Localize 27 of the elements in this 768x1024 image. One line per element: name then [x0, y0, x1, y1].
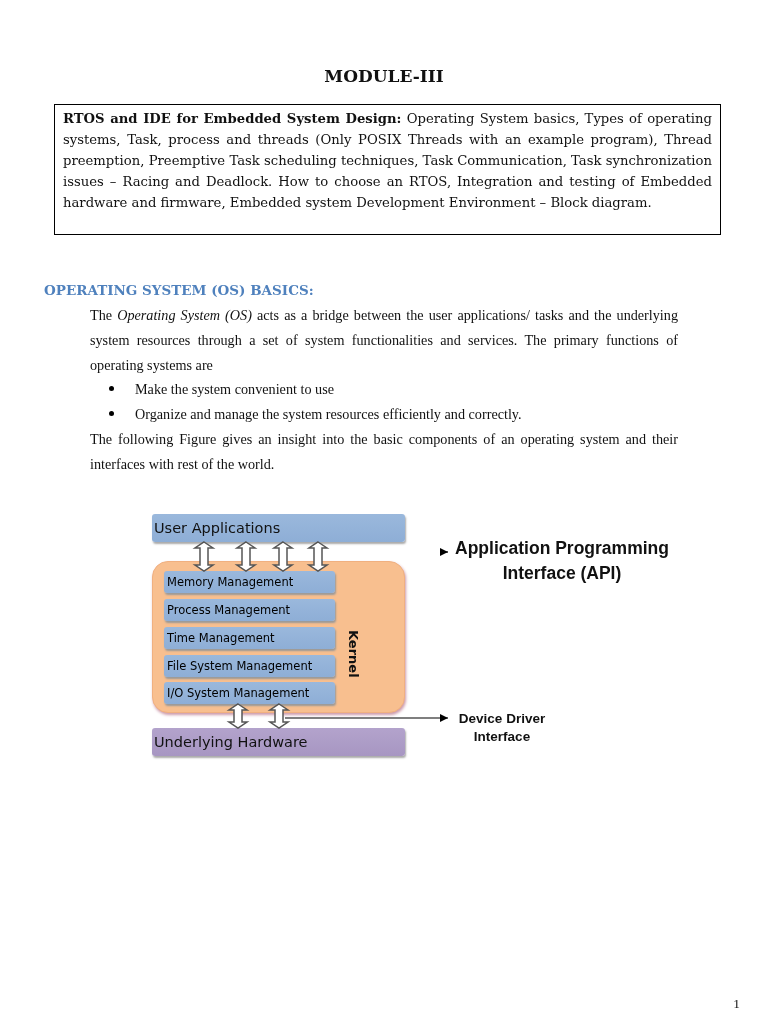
page-title: MODULE-III: [323, 66, 445, 86]
arrow: [284, 713, 449, 723]
kernel-module-box: Time Management: [164, 627, 335, 649]
kernel-module-box: I/O System Management: [164, 682, 335, 704]
paragraph: The Operating System (OS) acts as a bridge between the user applications/ tasks and the underlying system resources through a set of system functionalities and services. The primary functions of operating systems are: [90, 306, 678, 375]
double-block-arrow: [271, 541, 295, 572]
paragraph: The following Figure gives an insight into the basic components of an operating system and their interfaces with rest of the world.: [90, 430, 678, 474]
double-block-arrow: [192, 541, 216, 572]
layer-bar: User Applications: [152, 514, 405, 542]
arrow: [439, 547, 449, 557]
page-number: 1: [732, 996, 740, 1012]
kernel-module-box: File System Management: [164, 655, 335, 677]
double-block-arrow: [306, 541, 330, 572]
list-item: Make the system convenient to use: [135, 380, 335, 399]
layer-bar: Underlying Hardware: [152, 728, 405, 756]
list-item: Organize and manage the system resources efficiently and correctly.: [135, 405, 523, 424]
kernel-block: [152, 561, 405, 713]
double-block-arrow: [226, 703, 250, 729]
topic-box: RTOS and IDE for Embedded System Design: Operating System basics, Types of operating systems, Task, process and threads (Only POSIX Threads with an example program), Thread preemption, Preemptive Task scheduling techniques, Task Communication, Task synchronization issues – Racing and Deadlock. How to choose an RTOS, Integration and testing of Embedded hardware and firmware, Embedded system Development Environment – Block diagram.: [54, 104, 721, 235]
kernel-module-box: Memory Management: [164, 571, 335, 593]
interface-label: Device Driver Interface: [452, 710, 552, 752]
double-block-arrow: [267, 703, 291, 729]
interface-label: Application Programming Interface (API): [452, 536, 672, 590]
double-block-arrow: [234, 541, 258, 572]
section-heading: OPERATING SYSTEM (OS) BASICS:: [44, 282, 315, 298]
kernel-module-box: Process Management: [164, 599, 335, 621]
kernel-label: Kernel: [346, 630, 361, 678]
